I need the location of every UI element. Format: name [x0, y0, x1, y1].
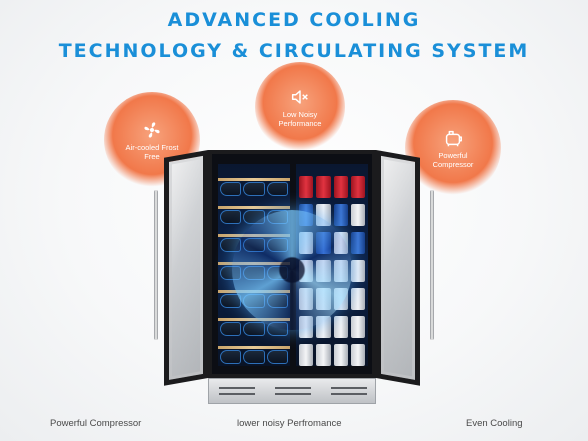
cooling-airflow-swirl — [232, 210, 352, 330]
headline-line-2: TECHNOLOGY & CIRCULATING SYSTEM — [58, 40, 530, 62]
fan-icon — [144, 122, 160, 138]
feature-compressor: Powerful Compressor — [405, 100, 501, 196]
left-door-handle — [154, 190, 158, 340]
headline-line-1: ADVANCED COOLING — [167, 9, 421, 31]
feature-air-cooled: Air-cooled Frost Free — [104, 92, 200, 188]
ventilation-grille — [208, 378, 376, 404]
compressor-icon — [445, 130, 462, 147]
right-glass-door — [376, 150, 420, 386]
beverage-fridge-illustration — [140, 150, 448, 420]
caption-center: lower noisy Perfromance — [237, 418, 342, 429]
feature-label: Powerful Compressor — [432, 151, 474, 169]
right-door-handle — [430, 190, 434, 340]
left-glass-door — [164, 150, 208, 386]
caption-left: Powerful Compressor — [50, 418, 142, 429]
feature-label: Air-cooled Frost Free — [125, 143, 179, 161]
feature-label: Low Noisy Performance — [278, 110, 322, 128]
caption-right: Even Cooling — [466, 418, 523, 429]
muted-speaker-icon — [291, 90, 308, 104]
feature-low-noise: Low Noisy Performance — [255, 62, 345, 152]
